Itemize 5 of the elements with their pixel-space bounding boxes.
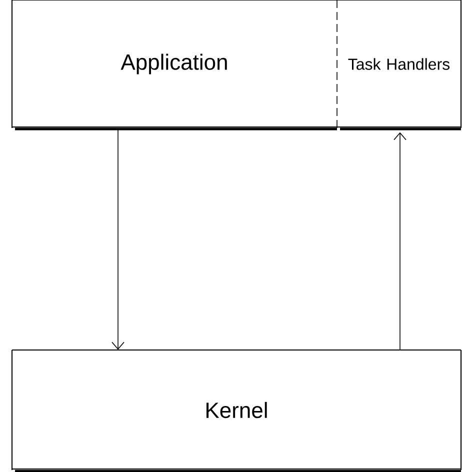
process-box: Application bbox=[12, 0, 338, 130]
arrow bbox=[112, 128, 124, 350]
process-box: Kernel bbox=[12, 350, 462, 472]
arrow bbox=[394, 132, 406, 350]
process-box: Task Handlers bbox=[336, 0, 462, 130]
